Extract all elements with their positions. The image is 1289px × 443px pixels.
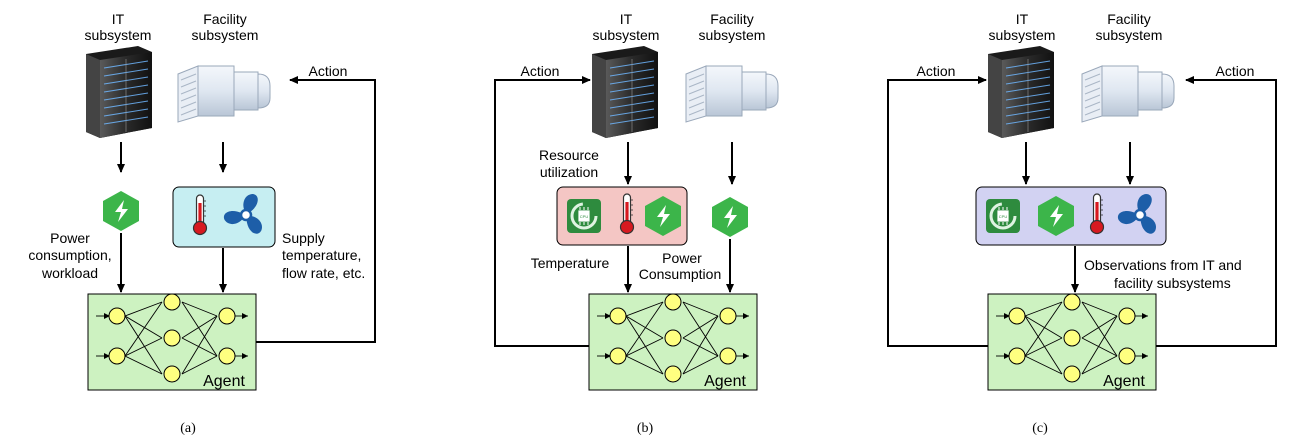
action-label: Action — [309, 63, 348, 79]
facility-subsystem-label-line1: Facility — [1107, 11, 1151, 27]
facility-subsystem-label-line2: subsystem — [699, 27, 766, 43]
resource-label-line1: Resource — [539, 147, 599, 163]
cpu-gauge-icon — [565, 197, 603, 235]
action-feedback-arrow — [256, 76, 376, 343]
air-handler-icon — [1081, 65, 1175, 123]
temperature-label: Temperature — [531, 255, 610, 271]
it-subsystem-label-line1: IT — [620, 11, 633, 27]
it-subsystem-label-line2: subsystem — [593, 27, 660, 43]
lightning-hexagon-icon — [103, 191, 139, 231]
action-label: Action — [521, 63, 560, 79]
obs-right-line3: flow rate, etc. — [282, 265, 365, 281]
agent-label: Agent — [203, 373, 245, 390]
facility-subsystem-label-line1: Facility — [203, 11, 247, 27]
air-handler-icon — [685, 65, 779, 123]
caption-b: (b) — [637, 421, 654, 436]
action-feedback-arrow-right — [1156, 76, 1277, 347]
server-rack-icon — [591, 45, 659, 139]
resource-label-line2: utilization — [540, 164, 598, 180]
it-subsystem-label-line1: IT — [112, 11, 125, 27]
facility-subsystem-label-line1: Facility — [710, 11, 754, 27]
agent-label: Agent — [704, 373, 746, 390]
obs-left-line1: Power — [50, 230, 90, 246]
lightning-hexagon-icon — [712, 197, 748, 237]
facility-subsystem-label-line2: subsystem — [192, 27, 259, 43]
server-rack-icon — [987, 45, 1055, 139]
it-subsystem-label-line2: subsystem — [85, 27, 152, 43]
panel-a: IT subsystem Facility subsystem Action P… — [28, 11, 376, 436]
facility-subsystem-label-line2: subsystem — [1096, 27, 1163, 43]
server-rack-icon — [85, 45, 153, 139]
obs-right-line2: temperature, — [282, 247, 361, 263]
action-label-left: Action — [917, 63, 956, 79]
air-handler-icon — [177, 65, 271, 123]
observations-line1: Observations from IT and — [1084, 257, 1242, 273]
panel-c: IT subsystem Facility subsystem Action A… — [887, 11, 1277, 436]
caption-a: (a) — [180, 421, 196, 436]
it-subsystem-label-line1: IT — [1016, 11, 1029, 27]
action-feedback-arrow — [494, 76, 591, 347]
power-label-line1: Power — [662, 250, 702, 266]
obs-left-line2: consumption, — [28, 247, 111, 263]
action-label-right: Action — [1216, 63, 1255, 79]
panel-b: IT subsystem Facility subsystem Action R… — [494, 11, 779, 436]
it-subsystem-label-line2: subsystem — [989, 27, 1056, 43]
caption-c: (c) — [1032, 421, 1048, 436]
observations-line2: facility subsystems — [1114, 275, 1231, 291]
cpu-gauge-icon — [984, 197, 1022, 235]
obs-left-line3: workload — [41, 265, 98, 281]
power-label-line2: Consumption — [639, 266, 722, 282]
obs-right-line1: Supply — [282, 230, 325, 246]
action-feedback-arrow-left — [887, 76, 988, 347]
agent-label: Agent — [1103, 373, 1145, 390]
